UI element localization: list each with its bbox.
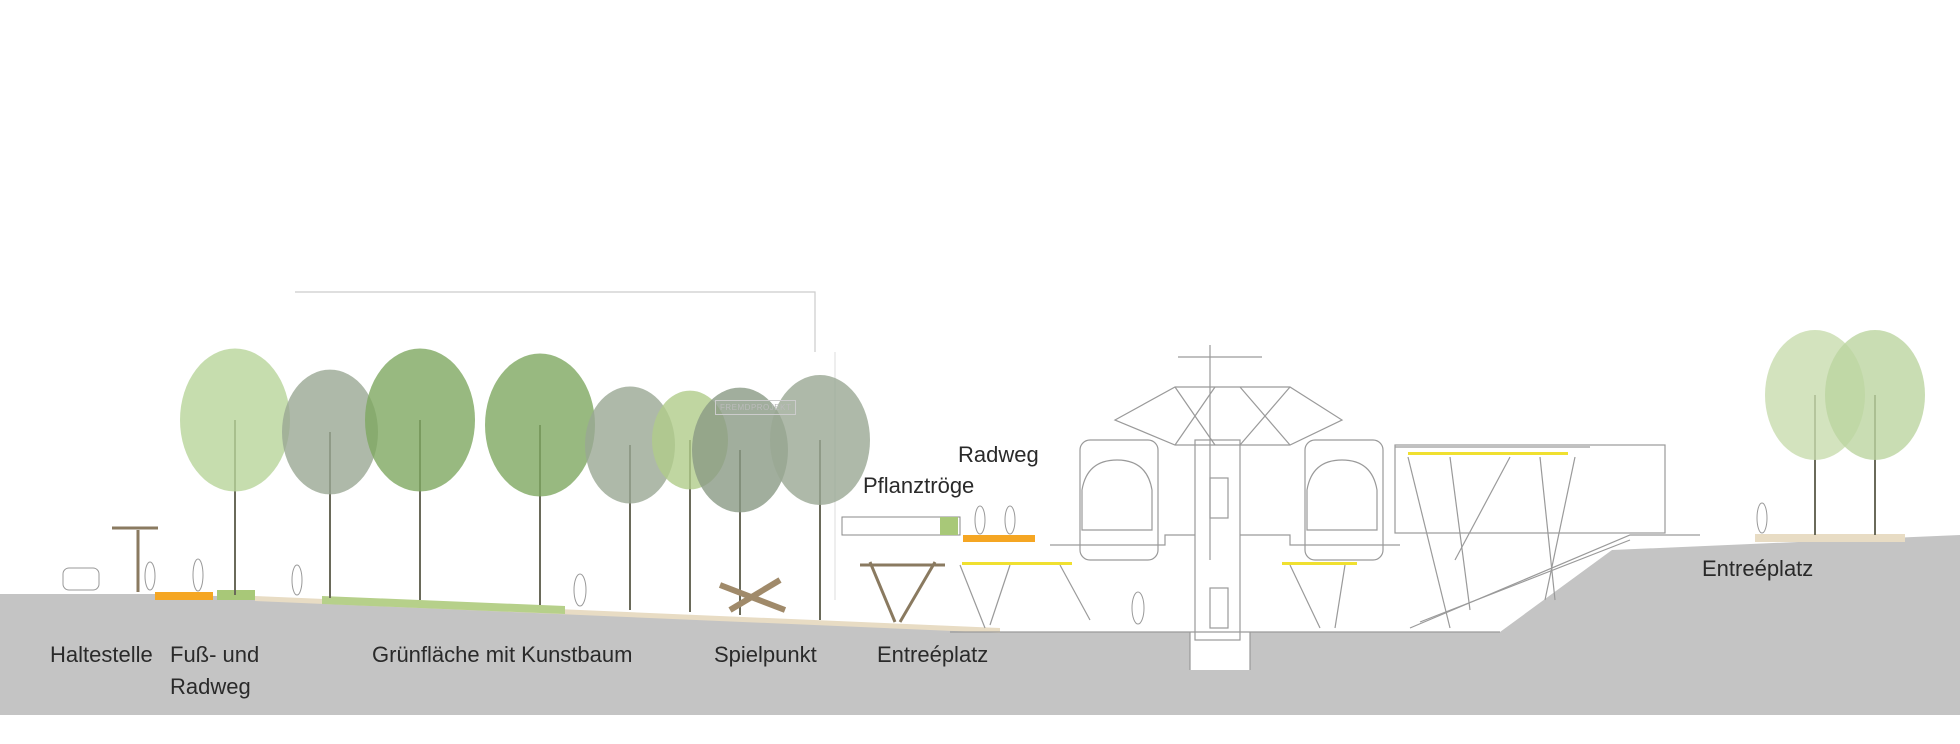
label-gruenflaeche: Grünfläche mit Kunstbaum	[372, 642, 633, 667]
people-figures	[62, 502, 1768, 625]
tree-crown	[365, 348, 475, 492]
label-fuss-und: Fuß- und	[170, 642, 260, 667]
tree-crown	[585, 386, 675, 504]
label-entreeplatz-left: Entreéplatz	[877, 642, 989, 667]
play-structure	[718, 577, 787, 613]
label-entreeplatz-right: Entreéplatz	[1702, 556, 1814, 581]
label-radweg-upper: Radweg	[958, 442, 1039, 467]
paving-strip-right	[1755, 534, 1905, 542]
label-spielpunkt: Spielpunkt	[714, 642, 817, 667]
tree-crown	[180, 348, 290, 492]
art-tree	[112, 526, 945, 623]
car-icon	[62, 567, 100, 591]
tree-crown	[770, 375, 870, 505]
label-radweg: Radweg	[170, 674, 251, 699]
ground-section	[0, 535, 1960, 715]
tree-crown	[1825, 330, 1925, 460]
bike-lane	[155, 592, 213, 600]
tree-crown	[282, 369, 378, 495]
trees	[180, 330, 1925, 620]
upper-bike-lane	[963, 535, 1035, 542]
tree-crown	[692, 387, 788, 513]
label-pflanztroege: Pflanztröge	[863, 473, 975, 498]
planter-trough	[841, 516, 961, 536]
label-haltestelle: Haltestelle	[50, 642, 153, 667]
lawn-bed	[322, 596, 565, 614]
station-structure	[950, 345, 1700, 670]
adjacent-building-outline	[295, 291, 816, 352]
planter-green	[940, 517, 958, 535]
fremdprojekt-label: FREMDPROJEKT	[715, 400, 797, 415]
tree-crown	[485, 353, 595, 497]
ceiling-lights	[962, 452, 1568, 565]
